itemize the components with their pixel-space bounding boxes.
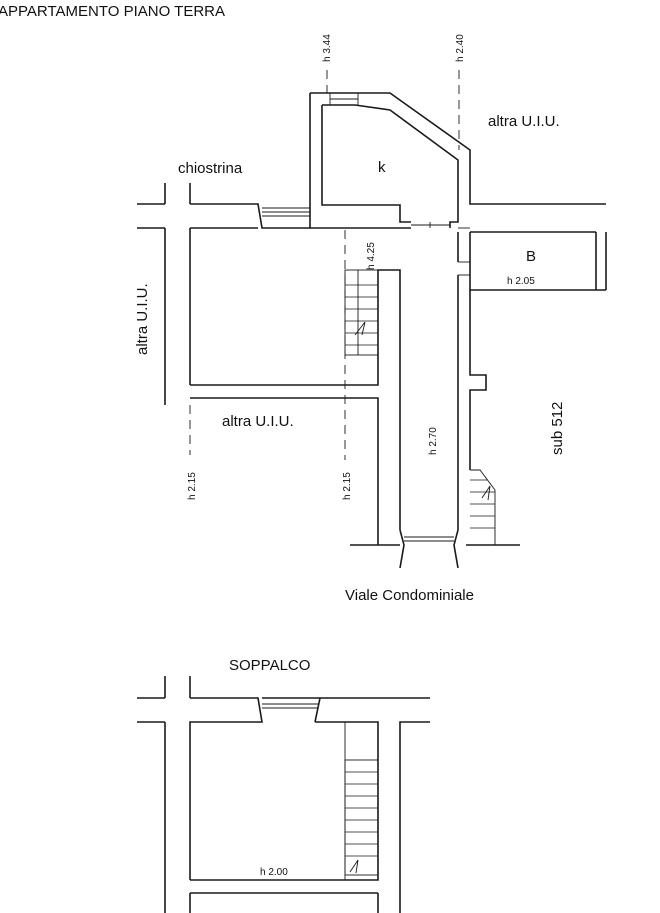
height-h240: h 2.40 <box>455 34 466 62</box>
entry-door <box>350 529 520 569</box>
kitchen-walls <box>309 92 606 229</box>
height-h425: h 4.25 <box>366 242 377 270</box>
label-bathroom: B <box>526 248 536 265</box>
height-h200: h 2.00 <box>260 867 288 878</box>
ground-floor-title: APPARTAMENTO PIANO TERRA <box>0 3 225 20</box>
label-chiostrina: chiostrina <box>178 160 243 177</box>
middle-walls <box>190 269 401 545</box>
label-sub: sub 512 <box>549 402 566 455</box>
stair-lower <box>470 469 496 545</box>
height-h270: h 2.70 <box>428 427 439 455</box>
label-altra-uiu-mid: altra U.I.U. <box>222 413 294 430</box>
height-h215-left: h 2.15 <box>187 472 198 500</box>
corridor-walls <box>457 231 607 530</box>
mezzanine-title: SOPPALCO <box>229 657 310 674</box>
height-h205: h 2.05 <box>507 276 535 287</box>
height-h215-mid: h 2.15 <box>342 472 353 500</box>
stair-upper <box>344 269 379 356</box>
stair-mezzanine <box>344 722 379 880</box>
label-altra-uiu-left: altra U.I.U. <box>134 283 151 355</box>
height-h344: h 3.44 <box>322 34 333 62</box>
left-walls <box>137 183 191 405</box>
window-chiostrina <box>190 203 310 229</box>
mezzanine-walls <box>137 676 430 913</box>
label-street: Viale Condominiale <box>345 587 474 604</box>
label-altra-uiu-top: altra U.I.U. <box>488 113 560 130</box>
label-kitchen: k <box>378 159 386 176</box>
